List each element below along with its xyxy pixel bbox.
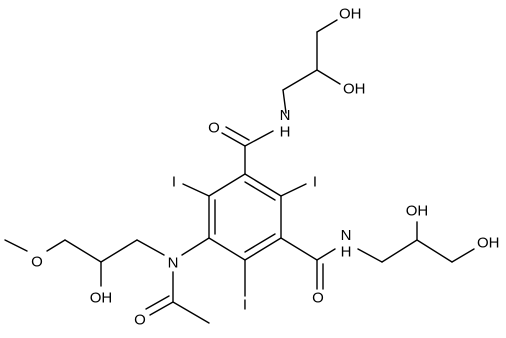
- atom-label-iodine: I: [313, 174, 317, 191]
- atom-label-oxygen: O: [208, 120, 220, 137]
- atom-label-oxygen: O: [312, 290, 324, 307]
- bond-right-nh-ch2: [357, 248, 383, 263]
- bond-upper-co-a: [221, 132, 246, 147]
- ring-inner-double-b: [244, 233, 276, 253]
- bond-acetyl-co-a: [149, 301, 174, 316]
- atom-label-hydroxyl: OH: [339, 6, 362, 23]
- bond-ring-right-carbonyl: [280, 237, 318, 261]
- bond-right-ch2-ch: [381, 239, 418, 263]
- bond-upper-ch2-oh: [316, 19, 338, 33]
- bond-right-ch2-oh: [451, 248, 475, 263]
- bond-left-o-methyl: [4, 239, 28, 252]
- atom-label-iodine: I: [172, 174, 176, 191]
- atom-label-iodine: I: [243, 297, 247, 314]
- bond-upper-carbonyl-nh: [244, 130, 274, 147]
- bond-upper-co-b: [225, 126, 250, 141]
- ring-bond-c4-c5: [208, 237, 246, 261]
- bond-upper-ch-oh: [316, 69, 341, 85]
- bond-ring-iodine-upper-left: [182, 183, 210, 197]
- ring-bond-c3-c4: [244, 237, 282, 261]
- atom-label-hydroxyl: OH: [343, 81, 366, 98]
- bond-upper-ch2-ch: [282, 69, 318, 91]
- bond-left-ch-ch2: [64, 239, 102, 263]
- bond-acetyl-methyl: [172, 301, 210, 324]
- bond-upper-nh-ch2: [282, 89, 287, 114]
- bond-layer: [4, 19, 475, 324]
- bond-n-ch2-left: [136, 239, 165, 256]
- atom-label-hydroxyl: OH: [406, 203, 429, 220]
- ring-bond-c1-c2: [244, 173, 282, 197]
- ring-bond-c6-c1: [208, 173, 246, 197]
- bond-right-carbonyl-nh: [316, 248, 336, 261]
- bond-acetyl-co-b: [145, 295, 170, 310]
- bond-right-ch-ch2: [416, 239, 453, 263]
- bond-left-ch2-ch: [100, 239, 138, 263]
- bond-ring-n: [181, 237, 210, 256]
- atom-label-oxygen: O: [31, 254, 43, 271]
- ring-inner-double-a: [244, 181, 276, 201]
- atom-label-hydroxyl: OH: [90, 290, 113, 307]
- atom-label-hydroxyl: OH: [477, 235, 500, 252]
- atom-label-nitrogen: N: [168, 255, 179, 272]
- atom-label-oxygen: O: [134, 312, 146, 329]
- bond-ring-iodine-upper-right: [280, 183, 307, 197]
- bond-left-ch2-o: [46, 239, 66, 252]
